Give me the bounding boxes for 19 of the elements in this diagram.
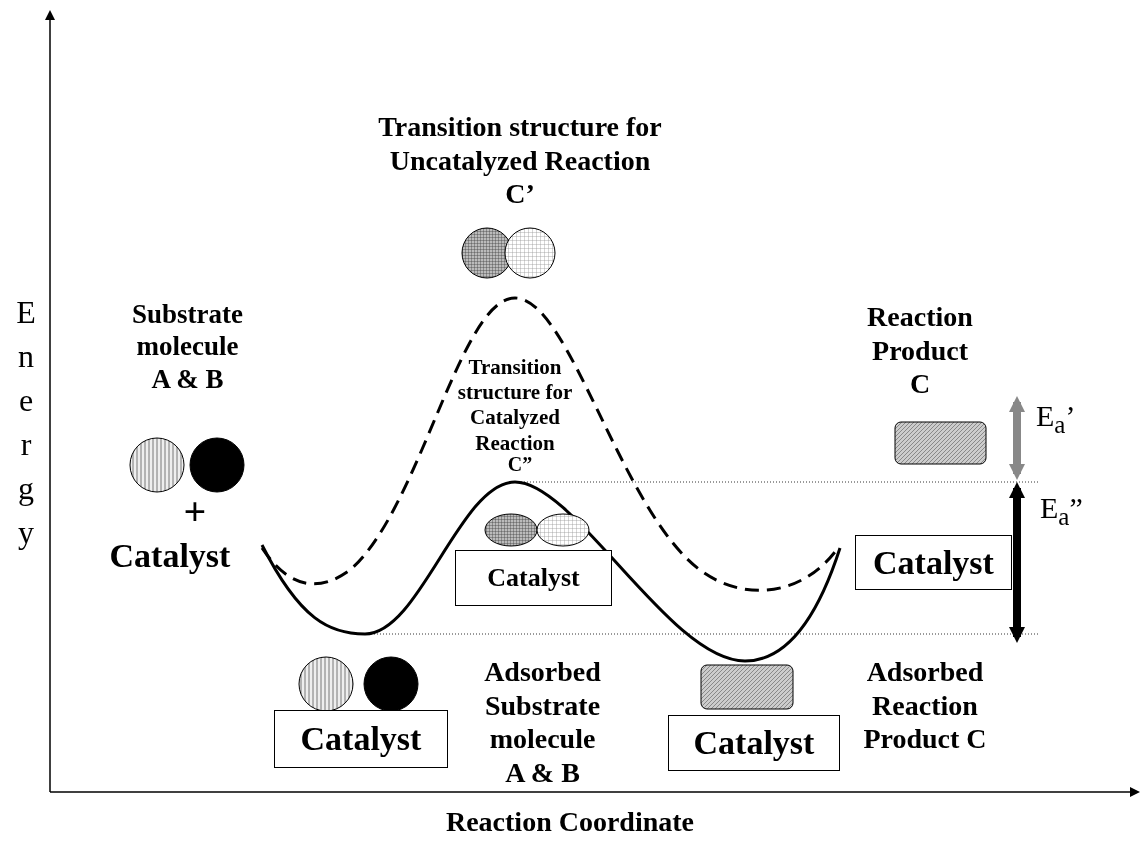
label-text: Adsorbed Substrate molecule A & B: [483, 655, 602, 790]
label-text: E$_{a}$”: [1040, 490, 1084, 532]
heading-text: Transition structure for Uncatalyzed Reaction: [377, 110, 663, 178]
label-text: +: [182, 488, 208, 536]
product-block: [894, 421, 987, 465]
label-text: Substrate molecule A & B: [131, 298, 244, 396]
product-block: [700, 664, 794, 710]
axis-label: Energy: [15, 293, 37, 552]
label-text: Adsorbed Reaction Product C: [862, 655, 988, 756]
label-text: E$_{a}$’: [1036, 398, 1077, 440]
label-text: Reaction Product C: [866, 300, 974, 401]
label-text: C’: [504, 177, 536, 211]
axis-label: Reaction Coordinate: [444, 805, 696, 839]
catalyst-box: Catalyst: [668, 715, 840, 771]
catalyst-box: Catalyst: [855, 535, 1012, 590]
catalyst-box: Catalyst: [274, 710, 448, 768]
label-text: Transition structure for Catalyzed Reaction: [456, 355, 574, 456]
catalyst-box: Catalyst: [455, 550, 612, 606]
label-text: Catalyst: [108, 536, 232, 576]
